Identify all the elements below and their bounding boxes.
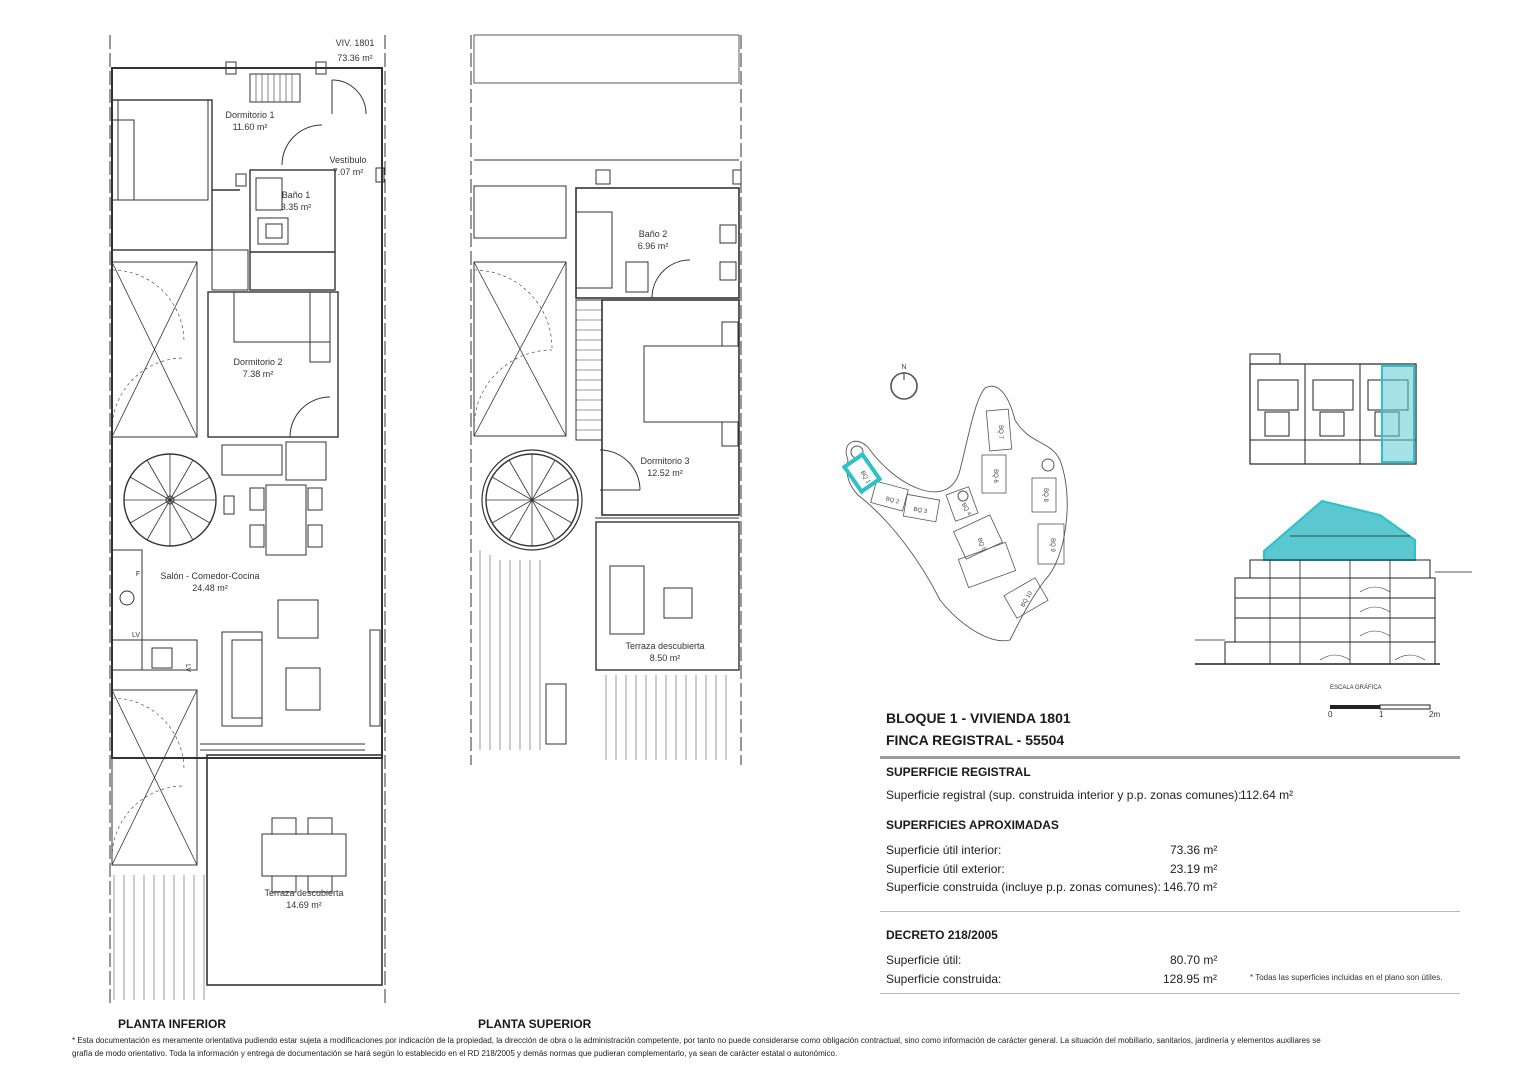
scale-tick-2: 2m: [1429, 710, 1441, 719]
block-label: BQ 2: [885, 496, 900, 506]
decreto-label-util: Superficie útil:: [886, 953, 962, 967]
washer-label: LV: [184, 664, 191, 672]
decreto-note: * Todas las superficies incluidas en el …: [1250, 973, 1443, 982]
key-plan: [1249, 353, 1417, 465]
registral-value: 112.64 m²: [1240, 788, 1294, 802]
block-label: BQ 6: [992, 469, 998, 483]
aprox-label-exterior: Superficie útil exterior:: [886, 862, 1005, 876]
block-label: BQ 1: [859, 470, 871, 485]
highlight-section: [1263, 499, 1416, 561]
highlight-bq1: [841, 451, 883, 495]
lower-plan-caption: PLANTA INFERIOR: [118, 1017, 226, 1031]
decreto-value-util: 80.70 m²: [1170, 953, 1218, 967]
room-name: Dormitorio 2: [233, 357, 282, 367]
highlight-unit: [1382, 366, 1414, 462]
info-title-line2: FINCA REGISTRAL - 55504: [886, 732, 1065, 748]
upper-plan-caption: PLANTA SUPERIOR: [478, 1017, 592, 1031]
room-name: Baño 2: [639, 229, 668, 239]
decreto-value-construida: 128.95 m²: [1163, 972, 1218, 986]
room-name: Dormitorio 3: [640, 456, 689, 466]
decreto-heading: DECRETO 218/2005: [886, 928, 998, 942]
aprox-heading: SUPERFICIES APROXIMADAS: [886, 818, 1059, 832]
aprox-value-exterior: 23.19 m²: [1170, 862, 1218, 876]
aprox-value-interior: 73.36 m²: [1170, 843, 1218, 857]
block-label: BQ 3: [913, 507, 928, 515]
divider: [880, 993, 1460, 994]
room-area: 12.52 m²: [647, 468, 683, 478]
room-name: Terraza descubierta: [625, 641, 704, 651]
room-area: 3.35 m²: [281, 202, 312, 212]
unit-area: 73.36 m²: [337, 53, 373, 63]
site-plan: N BQ 1 BQ 2 BQ 3 BQ 4 BQ 5 BQ 6 BQ 7 BQ …: [841, 364, 1068, 642]
lower-floor-plan: VIV. 1801 73.36 m² Dormitorio 1 11.60 m²…: [109, 35, 386, 1005]
room-area: 14.69 m²: [286, 900, 322, 910]
block-label: BQ 8: [1042, 488, 1048, 502]
room-name: Terraza descubierta: [264, 888, 343, 898]
dishwasher-label: LV: [132, 632, 140, 639]
scale-bar: [1330, 704, 1431, 710]
unit-label: VIV. 1801: [336, 38, 375, 48]
room-name: Baño 1: [282, 190, 311, 200]
divider: [880, 911, 1460, 912]
footnote-line2: grafía de modo orientativo. Toda la info…: [72, 1049, 838, 1058]
aprox-label-interior: Superficie útil interior:: [886, 843, 1002, 857]
divider: [880, 756, 1460, 759]
north-label: N: [901, 364, 906, 371]
block-label: BQ 5: [976, 537, 987, 553]
scale-tick-0: 0: [1328, 710, 1333, 719]
fridge-label: F: [136, 571, 140, 578]
room-name: Dormitorio 1: [225, 110, 274, 120]
block-label: BQ 7: [997, 425, 1003, 439]
aprox-label-construida: Superficie construida (incluye p.p. zona…: [886, 880, 1161, 894]
room-area: 8.50 m²: [650, 653, 681, 663]
room-name: Vestíbulo: [329, 155, 366, 165]
scale-tick-1: 1: [1379, 710, 1384, 719]
building-section: [1195, 499, 1472, 665]
footnote-line1: * Esta documentación es meramente orient…: [72, 1036, 1321, 1045]
room-area: 11.60 m²: [233, 122, 268, 132]
room-name: Salón - Comedor-Cocina: [160, 571, 259, 581]
room-area: 7.38 m²: [243, 369, 274, 379]
registral-label: Superficie registral (sup. construida in…: [886, 788, 1242, 802]
block-label: BQ 4: [960, 502, 972, 517]
registral-heading: SUPERFICIE REGISTRAL: [886, 765, 1031, 779]
room-area: 6.96 m²: [638, 241, 669, 251]
aprox-value-construida: 146.70 m²: [1163, 880, 1218, 894]
room-area: 24.48 m²: [192, 583, 228, 593]
scale-label: ESCALA GRÁFICA: [1330, 685, 1382, 691]
decreto-label-construida: Superficie construida:: [886, 972, 1002, 986]
upper-floor-plan: Baño 2 6.96 m² Dormitorio 3 12.52 m² Ter…: [470, 34, 742, 765]
block-label: BQ 9: [1049, 538, 1055, 552]
info-title-line1: BLOQUE 1 - VIVIENDA 1801: [886, 710, 1071, 726]
room-area: 7.07 m²: [333, 167, 364, 177]
